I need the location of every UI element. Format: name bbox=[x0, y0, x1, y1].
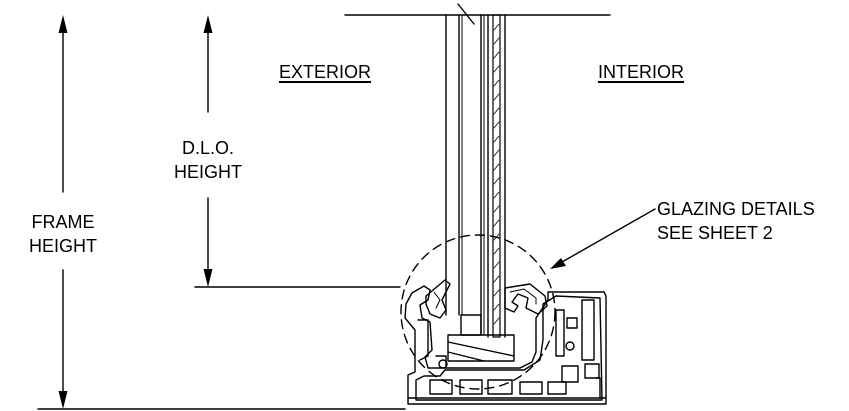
exterior-label: EXTERIOR bbox=[279, 62, 372, 82]
glazing-details-note: GLAZING DETAILS SEE SHEET 2 bbox=[657, 197, 815, 245]
glass-unit bbox=[445, 14, 515, 362]
dlo-height-dimension bbox=[203, 15, 213, 287]
dlo-height-label: D.L.O. HEIGHT bbox=[162, 136, 254, 184]
glazing-detail-callout-circle bbox=[400, 234, 556, 390]
frame-height-label-line2: HEIGHT bbox=[28, 236, 97, 256]
glazing-details-line1: GLAZING DETAILS bbox=[657, 199, 815, 219]
frame-height-label-line1: FRAME bbox=[31, 212, 95, 232]
dlo-height-label-line1: D.L.O. bbox=[181, 138, 234, 158]
interior-label: INTERIOR bbox=[598, 62, 685, 82]
dlo-height-label-line2: HEIGHT bbox=[173, 162, 242, 182]
frame-height-label: FRAME HEIGHT bbox=[17, 210, 109, 258]
glazing-details-line2: SEE SHEET 2 bbox=[657, 223, 773, 243]
callout-leader-arrow bbox=[550, 208, 656, 269]
sill-frame-extrusion bbox=[404, 279, 607, 405]
frame-height-dimension bbox=[58, 15, 68, 409]
break-mark bbox=[457, 3, 475, 25]
